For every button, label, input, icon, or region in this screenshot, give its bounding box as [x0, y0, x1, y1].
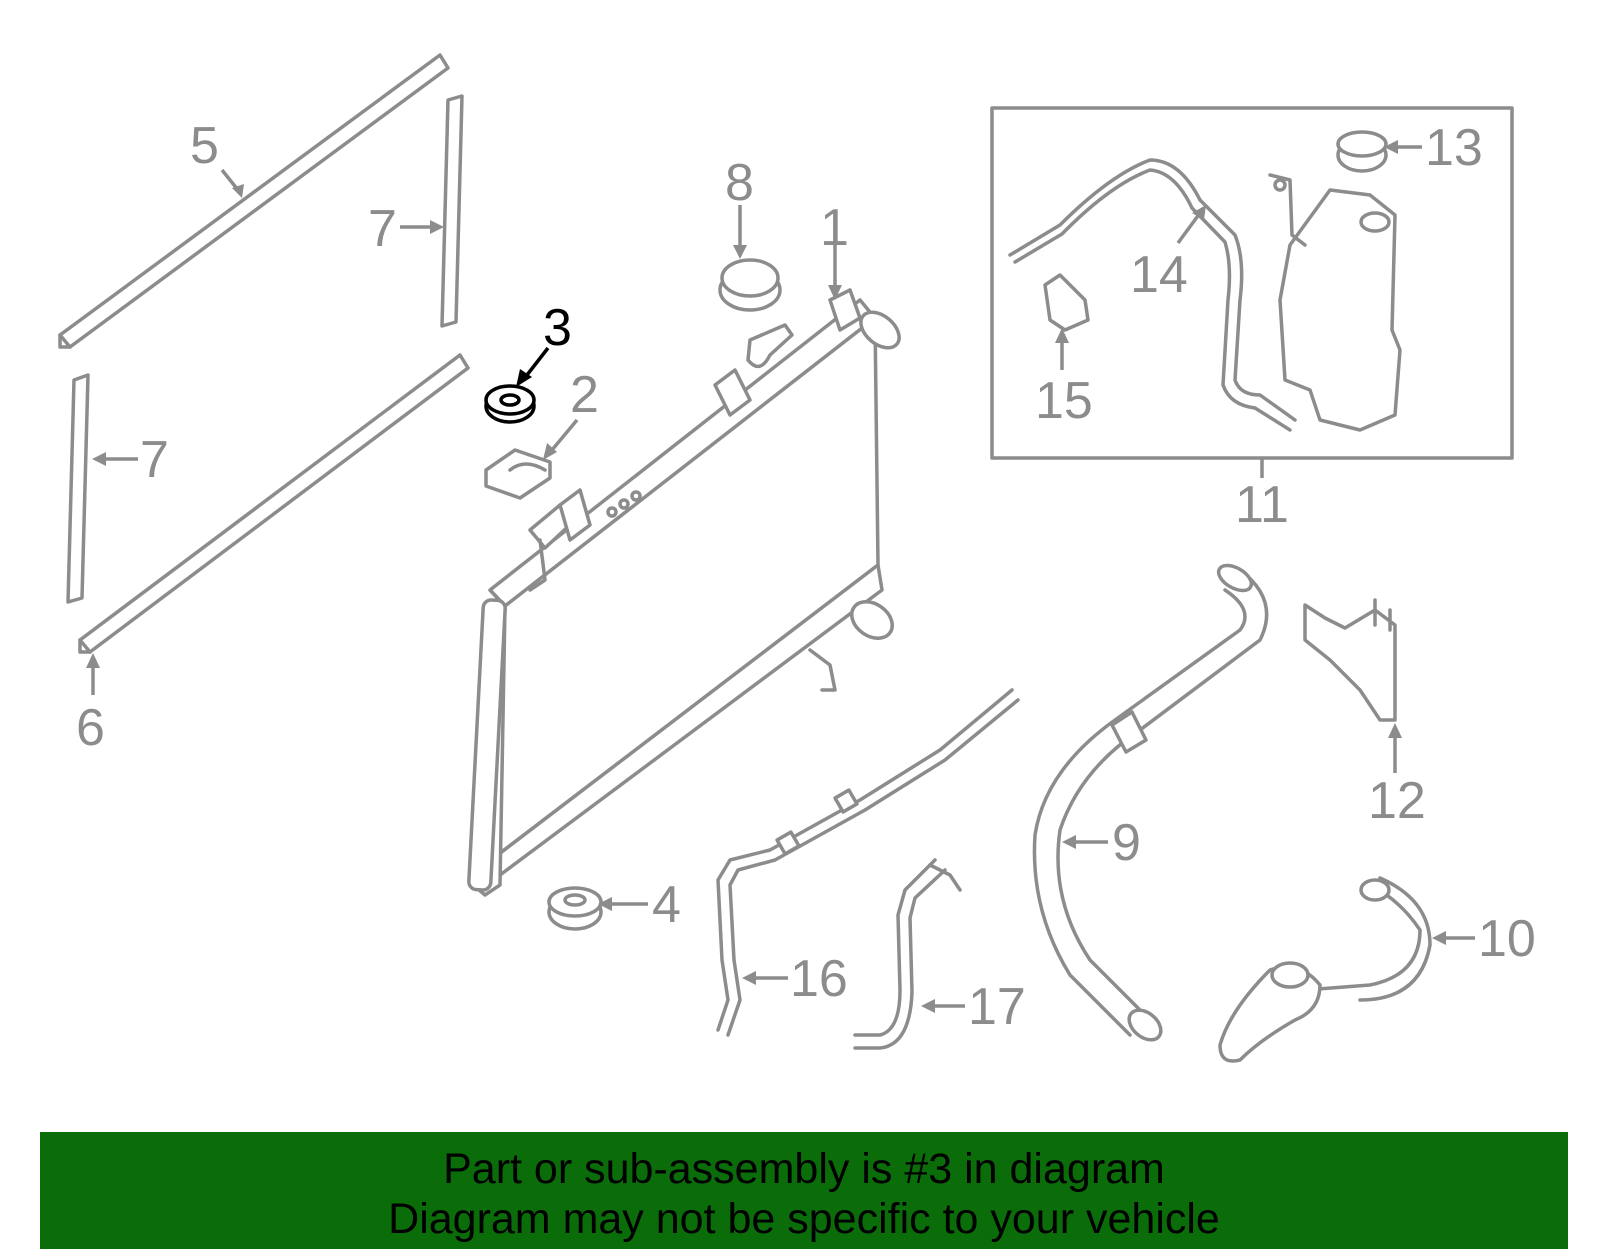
reservoir-tank: [1268, 173, 1402, 432]
callout-6: 6: [76, 699, 105, 757]
callout-12: 12: [1368, 772, 1426, 830]
callout-10: 10: [1478, 910, 1536, 968]
part-9-upper-hose[interactable]: [1032, 560, 1269, 1045]
part-7-seal-right[interactable]: [440, 94, 464, 328]
callout-11: 11: [1235, 476, 1289, 534]
callout-2: 2: [570, 366, 599, 424]
info-banner: Part or sub-assembly is #3 in diagram Di…: [40, 1132, 1568, 1249]
part-5-seal-upper[interactable]: [58, 53, 450, 349]
callout-8: 8: [725, 154, 754, 212]
callout-4: 4: [652, 876, 681, 934]
part-10-lower-hose[interactable]: [1218, 876, 1432, 1063]
part-14-overflow-hose[interactable]: [1008, 158, 1297, 432]
part-6-seal-lower[interactable]: [78, 353, 470, 654]
part-17-small-hose[interactable]: [853, 858, 962, 1050]
part-8-radiator-cap[interactable]: [718, 258, 782, 312]
callout-5: 5: [190, 117, 219, 175]
part-16-tube[interactable]: [716, 688, 1020, 1037]
callout-13: 13: [1425, 119, 1483, 177]
callout-7-lower: 7: [140, 431, 169, 489]
banner-line-disclaimer: Diagram may not be specific to your vehi…: [388, 1195, 1220, 1243]
callout-7-upper: 7: [368, 200, 397, 258]
callout-17: 17: [968, 978, 1026, 1036]
part-12-bracket[interactable]: [1303, 598, 1397, 722]
banner-line-part: Part or sub-assembly is #3 in diagram: [443, 1145, 1165, 1193]
part-1-radiator[interactable]: [467, 288, 905, 897]
part-4-mount-bushing[interactable]: [547, 886, 603, 931]
callout-1: 1: [820, 199, 849, 257]
callout-9: 9: [1112, 814, 1141, 872]
part-7-seal-left[interactable]: [66, 373, 90, 604]
callout-3: 3: [543, 299, 572, 357]
callout-16: 16: [790, 950, 848, 1008]
part-3-grommet[interactable]: [484, 384, 536, 424]
leader-lines: [86, 140, 1475, 1013]
part-15-clip[interactable]: [1043, 273, 1090, 332]
callout-14: 14: [1130, 246, 1188, 304]
part-2-bracket[interactable]: [484, 448, 552, 500]
part-11-reservoir-assembly[interactable]: [990, 106, 1514, 478]
callout-15: 15: [1035, 372, 1093, 430]
parts-diagram: 1 2 3 4 5 6 7 7 8 9 10 11 12 13 14 15 16…: [58, 53, 1536, 1063]
part-13-reservoir-cap[interactable]: [1336, 130, 1388, 173]
